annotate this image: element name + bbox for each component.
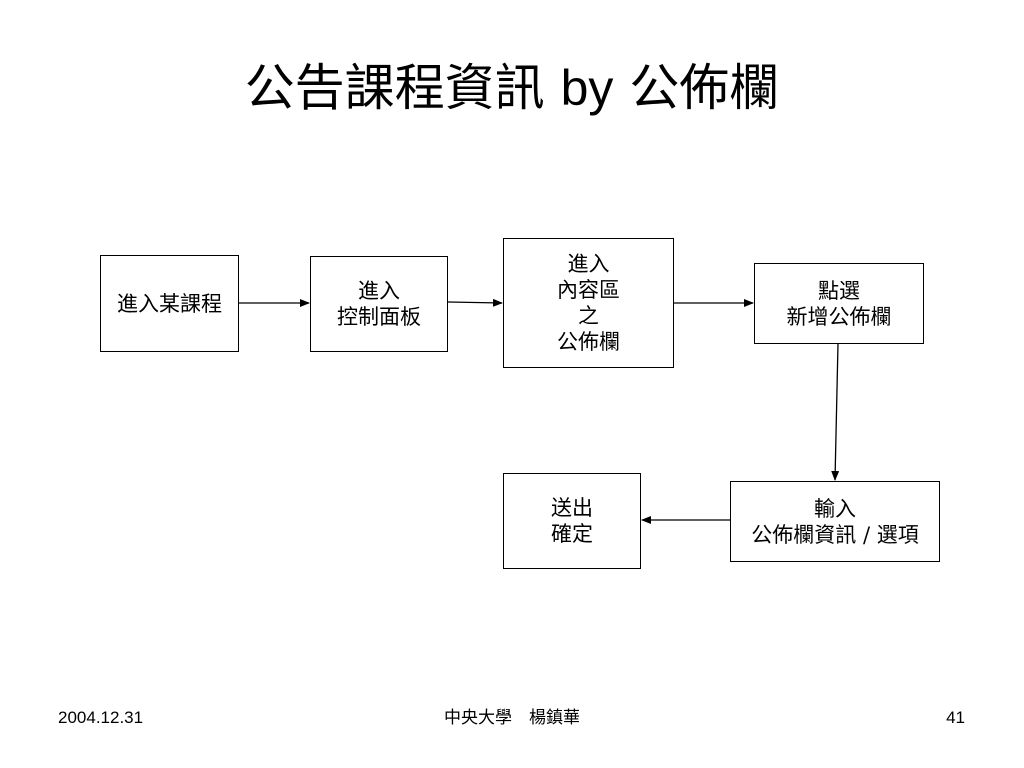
flow-step-enter-course: 進入某課程 — [100, 255, 239, 352]
flow-step-input-info: 輸入 公佈欄資訊 / 選項 — [730, 481, 940, 562]
page-number: 41 — [946, 708, 965, 727]
flow-step-label: 新增公佈欄 — [786, 304, 892, 329]
flow-step-label: 輸入 — [814, 496, 856, 521]
flow-step-label: 控制面板 — [337, 305, 421, 329]
arrow-step4-to-step5 — [831, 343, 840, 481]
flow-step-add-bulletin: 點選 新增公佈欄 — [754, 263, 924, 344]
flow-step-label: 點選 — [818, 278, 860, 303]
title-text-part-3: 公佈欄 — [629, 59, 780, 117]
flow-step-control-panel: 進入 控制面板 — [310, 256, 448, 352]
flow-step-label: 之 — [578, 304, 599, 328]
footer-author: 中央大學 楊鎮華 — [444, 708, 580, 728]
flow-step-submit: 送出 確定 — [503, 473, 641, 569]
footer-date: 2004.12.31 — [58, 708, 144, 727]
flow-step-content-bulletin: 進入 內容區 之 公佈欄 — [503, 238, 674, 368]
title-text-part-2: by — [560, 60, 614, 116]
flow-step-label: 進入 — [358, 279, 400, 303]
flow-step-label: 進入 — [567, 252, 610, 276]
flow-step-label: 公佈欄 — [557, 330, 620, 354]
title-text-part-1: 公告課程資訊 — [244, 59, 545, 117]
flow-step-label: 確定 — [551, 522, 593, 546]
flow-step-label: 進入某課程 — [117, 291, 222, 316]
flow-step-label: 送出 — [551, 496, 593, 520]
slide-title: 公告課程資訊 by 公佈欄 — [0, 58, 1024, 118]
arrow-step2-to-step3 — [447, 298, 503, 307]
flow-step-label: 公佈欄資訊 / 選項 — [751, 522, 919, 547]
flow-step-label: 內容區 — [557, 278, 620, 302]
